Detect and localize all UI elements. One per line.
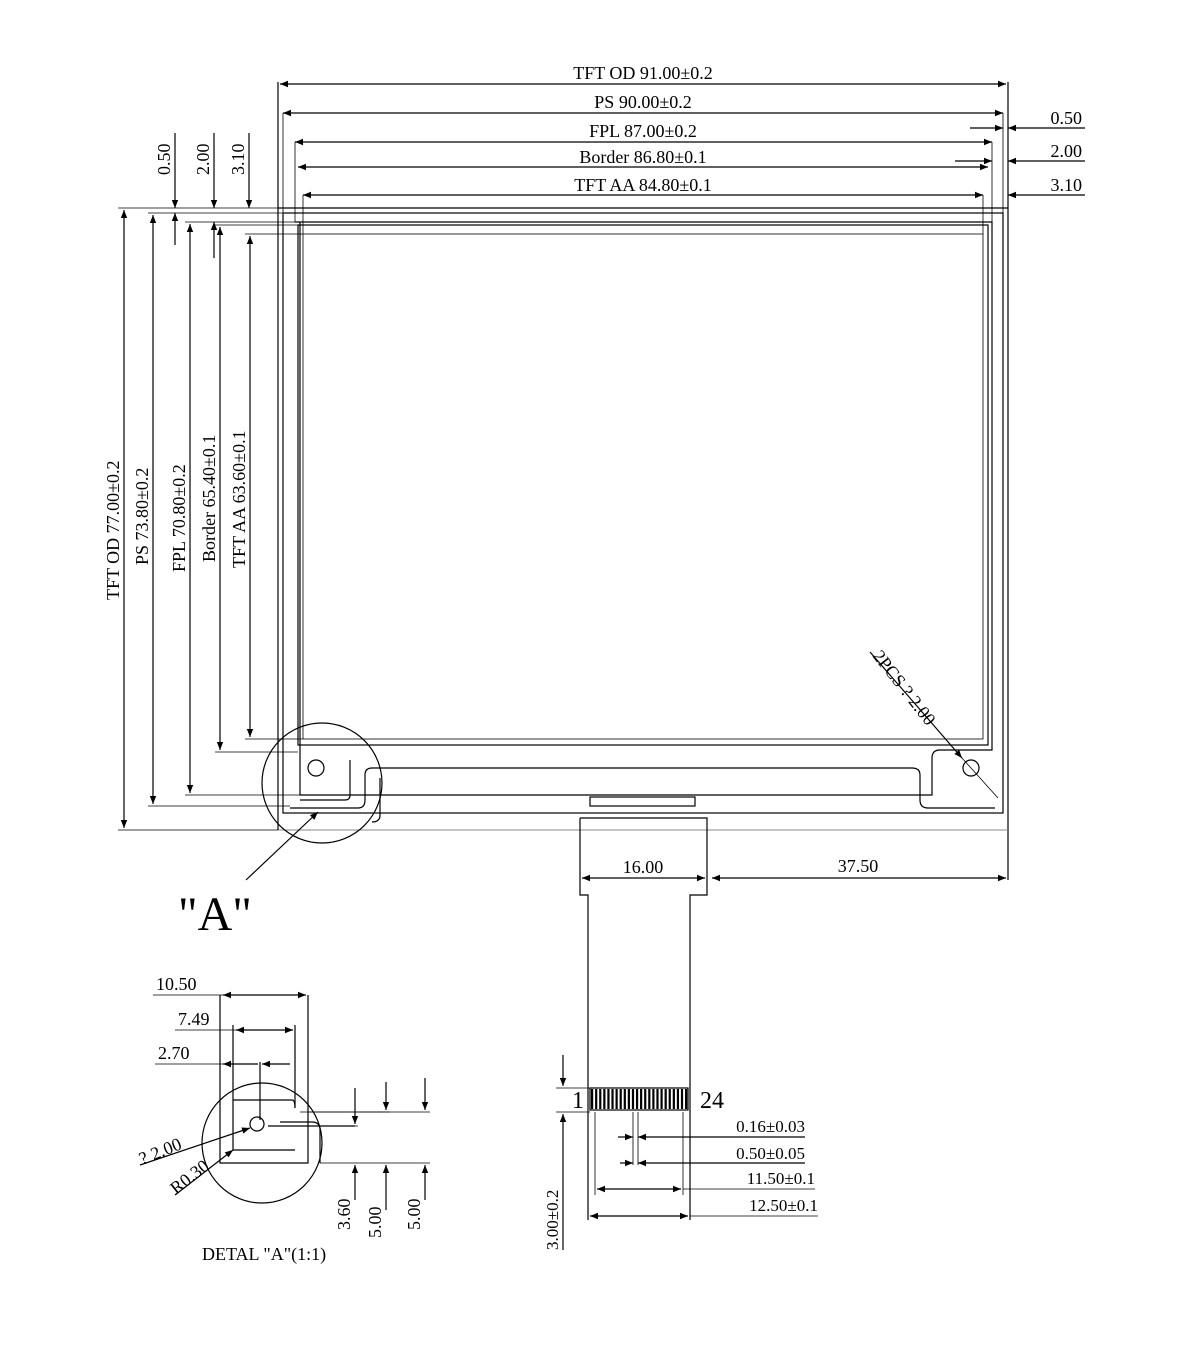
detail-h1: 3.60 bbox=[334, 1199, 354, 1231]
top-offset-2: 2.00 bbox=[193, 144, 213, 176]
connector-pin bbox=[627, 1089, 630, 1109]
holes-label: 2PCS ? 2.00 bbox=[869, 646, 940, 729]
detail-a: 10.50 7.49 2.70 ? 2.00 R0.30 3.60 5.00 5… bbox=[136, 974, 430, 1265]
dim-tft-od-height: TFT OD 77.00±0.2 bbox=[103, 460, 123, 600]
dim-fpc-width: 16.00 bbox=[623, 857, 664, 877]
top-offset-1: 0.50 bbox=[154, 144, 174, 176]
connector-pin bbox=[644, 1089, 647, 1109]
connector-pin bbox=[615, 1089, 618, 1109]
pin-last-label: 24 bbox=[700, 1088, 724, 1114]
connector-pin bbox=[648, 1089, 651, 1109]
detail-radius-label: R0.30 bbox=[166, 1156, 213, 1199]
dim-ps-height: PS 73.80±0.2 bbox=[132, 468, 152, 565]
right-offset-2: 2.00 bbox=[1051, 141, 1083, 161]
detail-a-callout: "A" bbox=[178, 888, 252, 941]
detail-hole-label: ? 2.00 bbox=[136, 1134, 184, 1169]
connector-pin bbox=[631, 1089, 635, 1109]
connector-pin bbox=[595, 1089, 598, 1109]
dim-pin-span: 11.50±0.1 bbox=[747, 1169, 815, 1188]
connector-pin bbox=[685, 1089, 688, 1109]
fpc-cable: 16.00 37.50 bbox=[579, 817, 1006, 1090]
connector-pin bbox=[680, 1089, 684, 1109]
connector-pin bbox=[668, 1089, 671, 1109]
right-offset-3: 3.10 bbox=[1051, 175, 1083, 195]
connector-pin bbox=[607, 1089, 610, 1109]
detail-w2: 7.49 bbox=[178, 1009, 210, 1029]
pin-first-label: 1 bbox=[572, 1088, 584, 1114]
connector-pin bbox=[635, 1089, 639, 1109]
connector-pin bbox=[623, 1089, 626, 1109]
connector-pin bbox=[611, 1089, 614, 1109]
detail-h2: 5.00 bbox=[365, 1207, 385, 1239]
connector-pins bbox=[591, 1089, 688, 1109]
dim-border-height: Border 65.40±0.1 bbox=[199, 435, 219, 562]
panel-outline bbox=[277, 82, 1009, 880]
connector-pin bbox=[660, 1089, 663, 1109]
connector-pin bbox=[672, 1089, 675, 1109]
dim-tft-od-width: TFT OD 91.00±0.2 bbox=[573, 63, 713, 83]
connector: 1 24 0.16±0.03 0.50±0.05 11.50±0.1 12.50… bbox=[543, 1055, 818, 1250]
dim-fpc-offset: 37.50 bbox=[838, 856, 879, 876]
detail-a-title: DETAL "A"(1:1) bbox=[202, 1244, 326, 1265]
dim-tft-aa-height: TFT AA 63.60±0.1 bbox=[229, 430, 249, 568]
connector-pin bbox=[676, 1089, 680, 1109]
top-dimensions: TFT OD 91.00±0.2 PS 90.00±0.2 FPL 87.00±… bbox=[280, 63, 1006, 234]
dim-fpl-height: FPL 70.80±0.2 bbox=[169, 464, 189, 572]
mounting-hole-right bbox=[962, 759, 980, 777]
left-dimensions: TFT OD 77.00±0.2 PS 73.80±0.2 FPL 70.80±… bbox=[103, 207, 303, 831]
dim-ps-width: PS 90.00±0.2 bbox=[594, 92, 691, 112]
detail-hole bbox=[249, 1116, 265, 1132]
top-offset-3: 3.10 bbox=[228, 144, 248, 176]
mounting-hole-left bbox=[307, 759, 325, 777]
detail-w1: 10.50 bbox=[156, 974, 197, 994]
right-offset-dimensions: 0.50 2.00 3.10 bbox=[955, 108, 1085, 199]
connector-pin bbox=[652, 1089, 655, 1109]
dim-tail-length: 3.00±0.2 bbox=[543, 1190, 562, 1250]
dim-border-width: Border 86.80±0.1 bbox=[579, 147, 706, 167]
connector-pin bbox=[603, 1089, 606, 1109]
detail-w3: 2.70 bbox=[158, 1043, 190, 1063]
connector-pin bbox=[640, 1089, 643, 1109]
dim-fpl-width: FPL 87.00±0.2 bbox=[589, 121, 697, 141]
dim-tft-aa-width: TFT AA 84.80±0.1 bbox=[574, 175, 712, 195]
connector-pin bbox=[591, 1089, 594, 1109]
right-offset-1: 0.50 bbox=[1051, 108, 1083, 128]
connector-pin bbox=[656, 1089, 659, 1109]
detail-a-circle bbox=[261, 722, 383, 844]
top-offset-dimensions: 0.50 2.00 3.10 bbox=[154, 133, 253, 258]
dim-pin-pitch: 0.50±0.05 bbox=[736, 1144, 805, 1163]
connector-pin bbox=[619, 1089, 622, 1109]
dim-connector-total: 12.50±0.1 bbox=[749, 1196, 818, 1215]
detail-h3: 5.00 bbox=[404, 1199, 424, 1231]
connector-pin bbox=[664, 1089, 667, 1109]
connector-pin bbox=[599, 1089, 602, 1109]
dim-pin-width: 0.16±0.03 bbox=[736, 1117, 805, 1136]
